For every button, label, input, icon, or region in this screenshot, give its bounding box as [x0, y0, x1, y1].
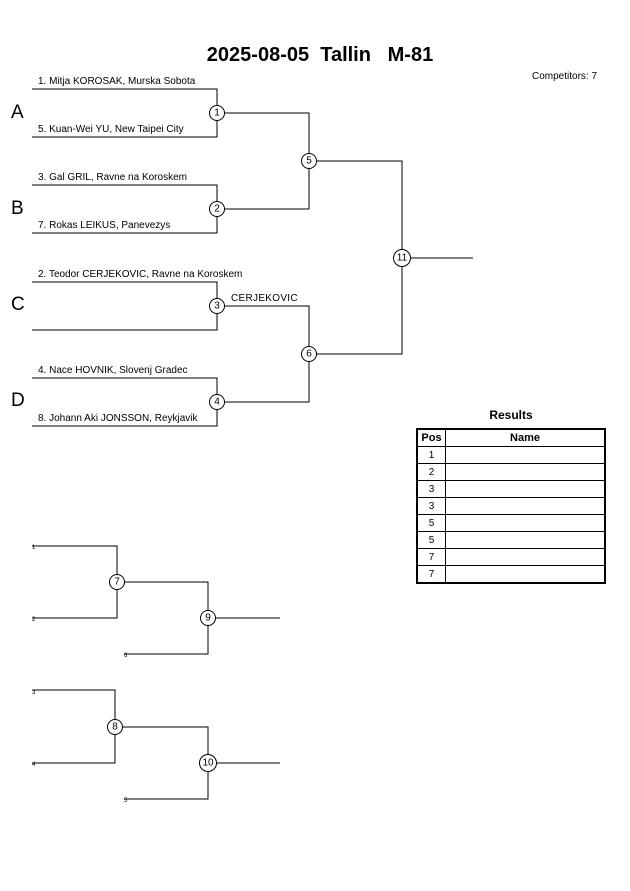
match-number: 4: [214, 397, 220, 408]
repechage-slot-label: 5: [124, 798, 128, 804]
match-node-10: 10: [199, 754, 217, 772]
results-col-pos: Pos: [416, 428, 446, 447]
athlete-entry: 5. Kuan-Wei YU, New Taipei City: [38, 124, 184, 135]
table-row: 3: [416, 497, 606, 515]
repechage-slot-label: 2: [32, 617, 36, 623]
result-name: [445, 497, 606, 515]
match-winner-label: CERJEKOVIC: [231, 293, 298, 304]
bracket-line-match-10: [115, 726, 209, 800]
match-node-7: 7: [109, 574, 125, 590]
match-number: 5: [306, 156, 312, 167]
athlete-entry: 4. Nace HOVNIK, Slovenj Gradec: [38, 365, 188, 376]
bracket-line-match-7: [32, 545, 118, 619]
match-node-1: 1: [209, 105, 225, 121]
match-node-11: 11: [393, 249, 411, 267]
match-number: 11: [397, 253, 408, 264]
match-number: 2: [214, 204, 220, 215]
bracket-line-match-9: [117, 581, 209, 655]
result-name: [445, 514, 606, 532]
athlete-entry: 2. Teodor CERJEKOVIC, Ravne na Koroskem: [38, 269, 243, 280]
result-pos: 5: [416, 514, 446, 532]
result-name: [445, 446, 606, 464]
result-pos: 7: [416, 565, 446, 584]
match-number: 9: [205, 613, 211, 624]
results-table: Pos Name 1 2 3 3 5 5 7 7: [416, 428, 606, 584]
table-row: 3: [416, 480, 606, 498]
match-number: 6: [306, 349, 312, 360]
match-number: 7: [114, 577, 120, 588]
match-node-4: 4: [209, 394, 225, 410]
match-node-8: 8: [107, 719, 123, 735]
pool-label-d: D: [11, 390, 25, 411]
pool-label-c: C: [11, 294, 25, 315]
bracket-line-match-6: [217, 305, 310, 403]
athlete-entry: 8. Johann Aki JONSSON, Reykjavik: [38, 413, 198, 424]
match-node-3: 3: [209, 298, 225, 314]
pool-label-b: B: [11, 198, 24, 219]
athlete-entry: 3. Gal GRIL, Ravne na Koroskem: [38, 172, 187, 183]
table-row: 5: [416, 531, 606, 549]
athlete-entry: 1. Mitja KOROSAK, Murska Sobota: [38, 76, 196, 87]
repechage-slot-label: 3: [32, 690, 36, 696]
table-row: 5: [416, 514, 606, 532]
match-node-6: 6: [301, 346, 317, 362]
athlete-entry: 7. Rokas LEIKUS, Panevezys: [38, 220, 171, 231]
table-row: 1: [416, 446, 606, 464]
bracket-line-match-11: [309, 160, 403, 355]
match-number: 10: [202, 758, 214, 769]
page-title: 2025-08-05 Tallin M-81: [206, 44, 434, 66]
bracket-line-match-8: [32, 689, 116, 764]
result-name: [445, 548, 606, 566]
results-title: Results: [489, 408, 533, 422]
result-name: [445, 480, 606, 498]
pool-label-a: A: [11, 102, 24, 123]
results-col-name: Name: [445, 428, 606, 447]
match-node-5: 5: [301, 153, 317, 169]
match-number: 1: [214, 108, 220, 119]
result-name: [445, 531, 606, 549]
repechage-slot-label: 4: [32, 762, 36, 768]
results-header-row: Pos Name: [416, 428, 606, 447]
match-number: 3: [214, 301, 220, 312]
result-name: [445, 463, 606, 481]
competitors-count: Competitors: 7: [532, 71, 598, 82]
repechage-slot-label: 1: [32, 545, 36, 551]
result-pos: 2: [416, 463, 446, 481]
result-pos: 3: [416, 480, 446, 498]
match-node-9: 9: [200, 610, 216, 626]
repechage-slot-label: 6: [124, 653, 128, 659]
bracket-line-match-3: [32, 281, 218, 331]
table-row: 7: [416, 565, 606, 584]
table-row: 2: [416, 463, 606, 481]
match-number: 8: [112, 722, 118, 733]
bracket-line-match-5: [217, 112, 310, 210]
result-pos: 3: [416, 497, 446, 515]
table-row: 7: [416, 548, 606, 566]
result-pos: 1: [416, 446, 446, 464]
result-pos: 7: [416, 548, 446, 566]
match-node-2: 2: [209, 201, 225, 217]
result-name: [445, 565, 606, 584]
result-pos: 5: [416, 531, 446, 549]
